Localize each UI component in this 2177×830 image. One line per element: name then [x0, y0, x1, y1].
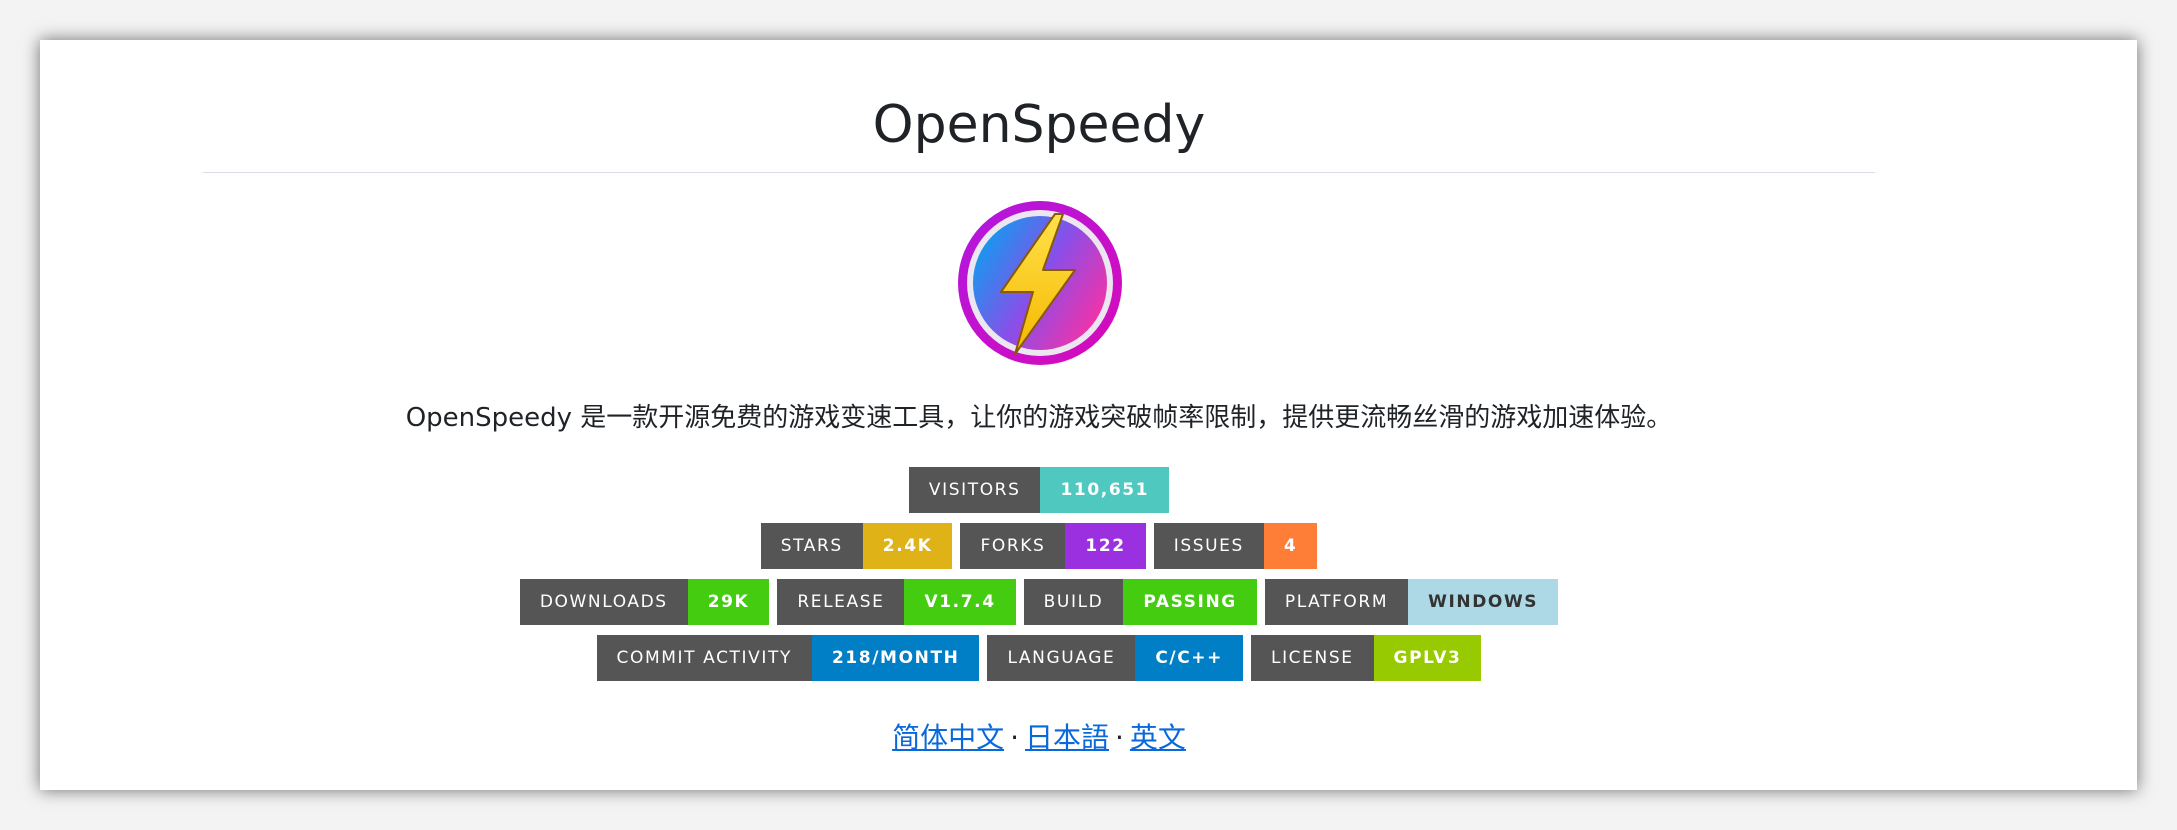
commit-activity-badge[interactable]: COMMIT ACTIVITY 218/MONTH — [596, 635, 980, 681]
language-badge[interactable]: LANGUAGE C/C++ — [987, 635, 1243, 681]
badge-label: COMMIT ACTIVITY — [596, 635, 812, 681]
badge-label: PLATFORM — [1264, 579, 1409, 625]
badge-value: 110,651 — [1040, 467, 1170, 513]
badge-label: LANGUAGE — [987, 635, 1136, 681]
badge-value: 218/MONTH — [811, 635, 980, 681]
badge-label: LICENSE — [1251, 635, 1374, 681]
lang-separator: · — [1010, 721, 1019, 754]
page-title: OpenSpeedy — [872, 95, 1206, 155]
badge-label: VISITORS — [908, 467, 1041, 513]
badge-value: V1.7.4 — [904, 579, 1016, 625]
lang-link-simplified-chinese[interactable]: 简体中文 — [892, 721, 1005, 754]
stars-badge[interactable]: STARS 2.4K — [760, 523, 953, 569]
badge-value: 122 — [1065, 523, 1146, 569]
badge-label: RELEASE — [777, 579, 905, 625]
badge-label: STARS — [760, 523, 863, 569]
badge-value: 29K — [687, 579, 770, 625]
badge-row-meta: COMMIT ACTIVITY 218/MONTH LANGUAGE C/C++… — [203, 635, 1875, 681]
project-description: OpenSpeedy 是一款开源免费的游戏变速工具，让你的游戏突破帧率限制，提供… — [405, 403, 1673, 433]
logo-bolt — [1000, 213, 1076, 355]
badge-label: DOWNLOADS — [519, 579, 688, 625]
forks-badge[interactable]: FORKS 122 — [960, 523, 1146, 569]
badge-row-visitors: VISITORS 110,651 — [203, 467, 1875, 513]
badge-label: ISSUES — [1153, 523, 1264, 569]
badge-value: C/C++ — [1135, 635, 1243, 681]
release-badge[interactable]: RELEASE V1.7.4 — [777, 579, 1016, 625]
lang-separator: · — [1115, 721, 1124, 754]
badge-row-build-info: DOWNLOADS 29K RELEASE V1.7.4 BUILD PASSI… — [203, 579, 1875, 625]
issues-badge[interactable]: ISSUES 4 — [1153, 523, 1318, 569]
logo-svg — [958, 201, 1122, 365]
lang-link-japanese[interactable]: 日本語 — [1024, 721, 1109, 754]
badge-label: BUILD — [1023, 579, 1124, 625]
lang-link-english[interactable]: 英文 — [1129, 721, 1186, 754]
license-badge[interactable]: LICENSE GPLV3 — [1251, 635, 1482, 681]
readme-content: OpenSpeedy — [203, 40, 1875, 790]
lightning-bolt-icon — [957, 200, 1123, 366]
language-switcher: 简体中文·日本語·英文 — [203, 716, 1875, 756]
title-divider — [203, 172, 1875, 173]
visitors-badge[interactable]: VISITORS 110,651 — [908, 467, 1170, 513]
badge-value: 2.4K — [862, 523, 953, 569]
platform-badge[interactable]: PLATFORM WINDOWS — [1264, 579, 1559, 625]
downloads-badge[interactable]: DOWNLOADS 29K — [519, 579, 770, 625]
readme-card: OpenSpeedy — [40, 40, 2137, 790]
badge-value: WINDOWS — [1408, 579, 1559, 625]
badge-label: FORKS — [960, 523, 1066, 569]
badge-value: 4 — [1263, 523, 1318, 569]
badge-value: GPLV3 — [1373, 635, 1482, 681]
badge-row-repo-stats: STARS 2.4K FORKS 122 ISSUES 4 — [203, 523, 1875, 569]
badge-value: PASSING — [1123, 579, 1257, 625]
build-badge[interactable]: BUILD PASSING — [1023, 579, 1257, 625]
